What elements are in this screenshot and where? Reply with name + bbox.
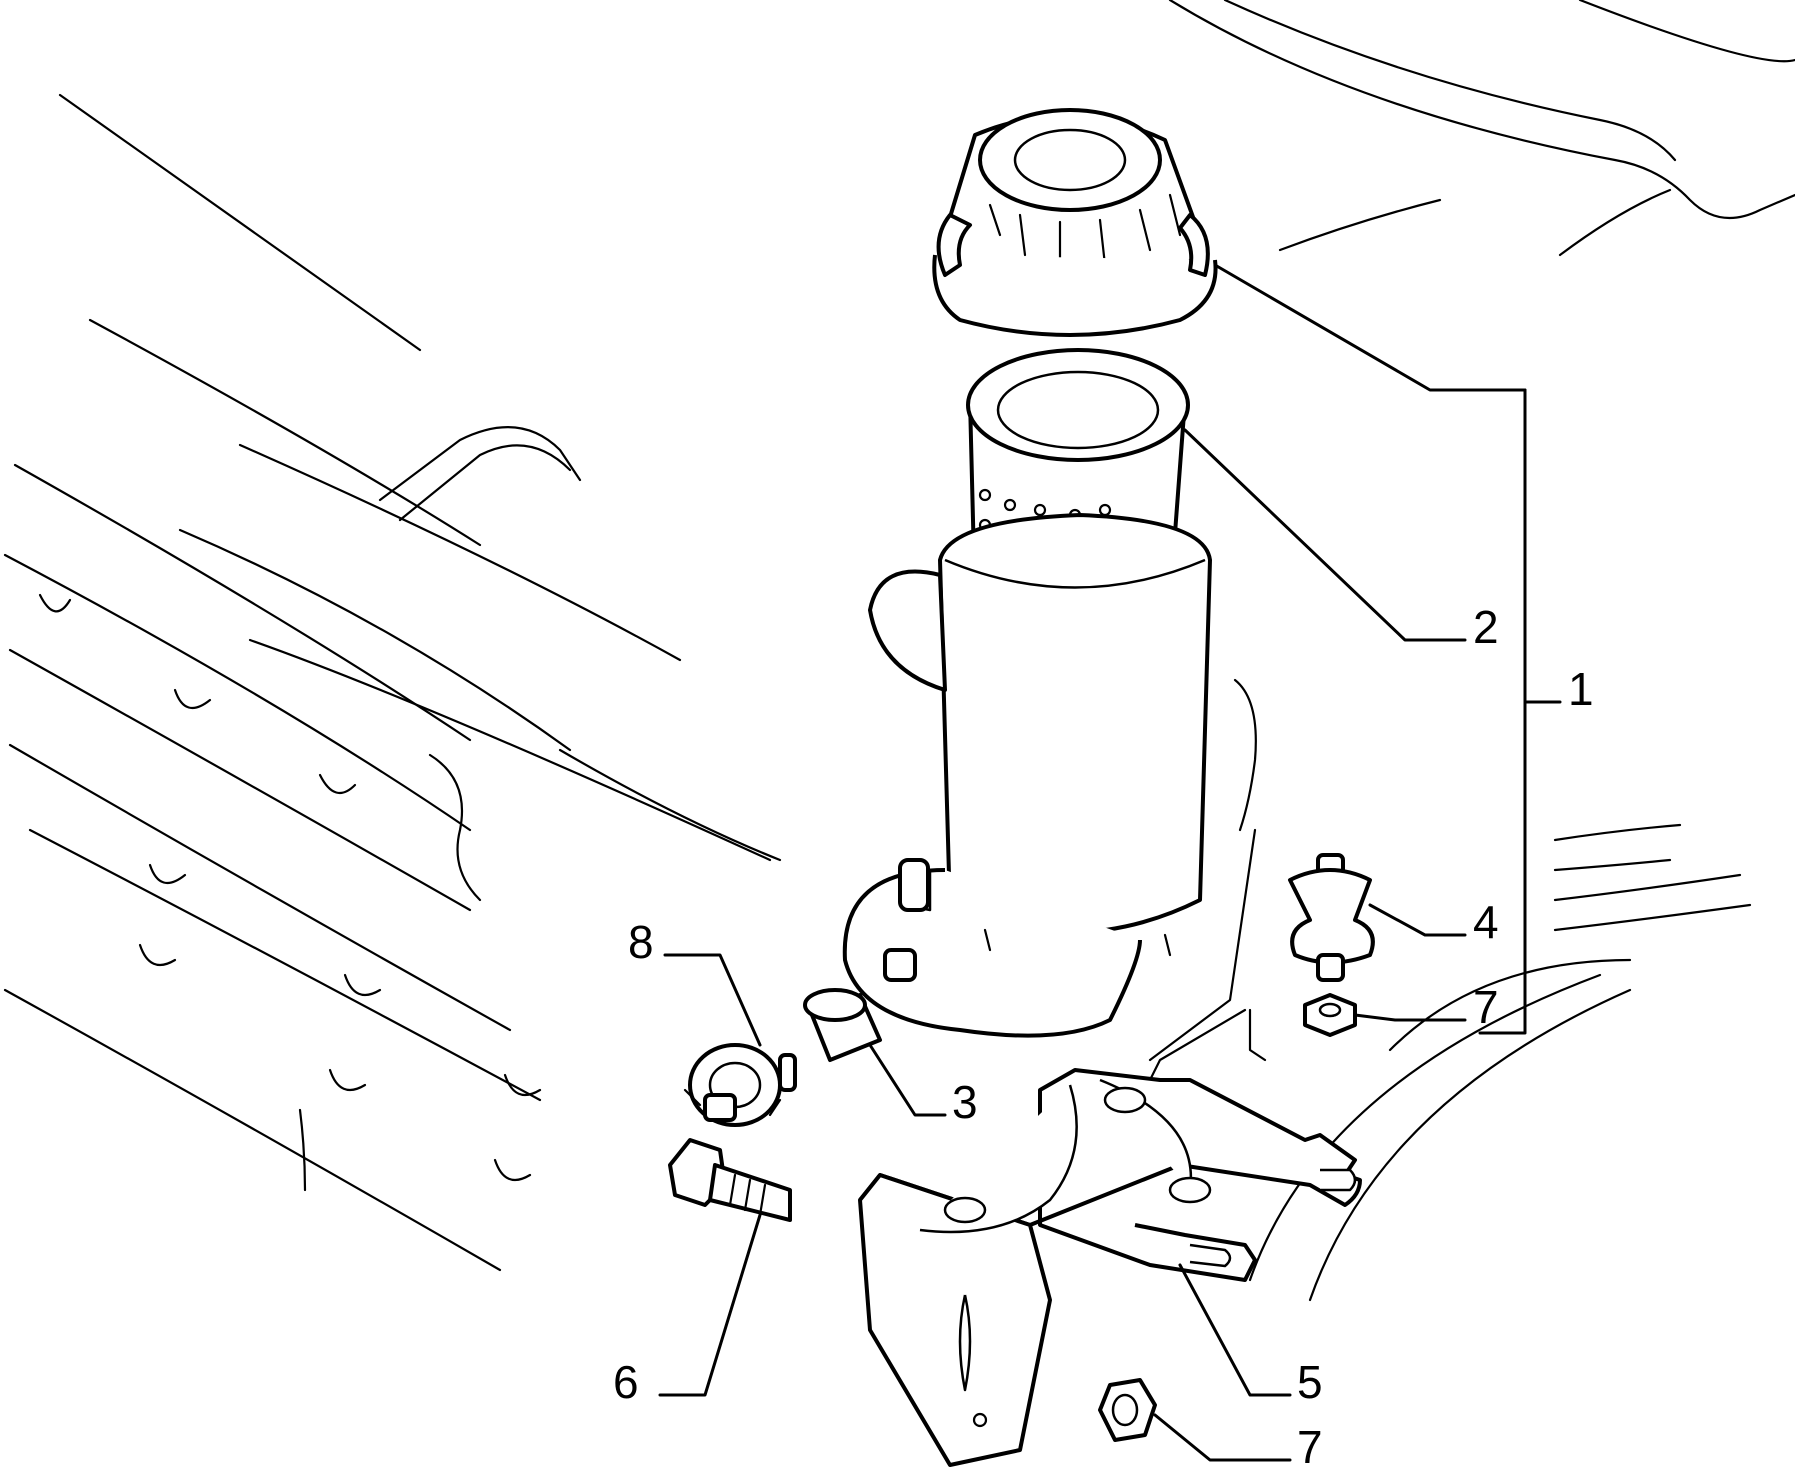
leader-lines xyxy=(658,263,1562,1462)
leader-7b xyxy=(1153,1413,1292,1462)
callout-2: 2 xyxy=(1473,601,1499,653)
part-6-bolt xyxy=(668,1138,792,1222)
callout-1: 1 xyxy=(1568,663,1594,715)
part-8-switch xyxy=(683,1043,797,1127)
leader-2 xyxy=(1183,428,1467,642)
leader-cover xyxy=(1213,263,1527,392)
air-filter-housing xyxy=(842,513,1212,1038)
callout-labels: 1 2 3 4 5 6 7 7 8 xyxy=(613,601,1594,1473)
leader-5 xyxy=(1178,1263,1292,1397)
callout-4: 4 xyxy=(1473,896,1499,948)
leader-bracket-1 xyxy=(1478,388,1527,1035)
leader-4 xyxy=(1368,903,1467,937)
callout-3: 3 xyxy=(952,1076,978,1128)
leader-8 xyxy=(663,953,762,1047)
callout-5: 5 xyxy=(1297,1356,1323,1408)
callout-7-upper: 7 xyxy=(1473,981,1499,1033)
part-7-nut-upper xyxy=(1303,993,1357,1037)
callout-7-lower: 7 xyxy=(1297,1421,1323,1473)
leader-7a xyxy=(1353,1013,1467,1022)
air-filter-cover xyxy=(932,108,1218,337)
leader-6 xyxy=(658,1213,762,1397)
part-3-cap xyxy=(803,988,882,1062)
callout-6: 6 xyxy=(613,1356,639,1408)
part-7-nut-lower xyxy=(1098,1378,1157,1442)
part-5-bracket xyxy=(858,1068,1362,1467)
leader-3 xyxy=(868,1043,947,1117)
callout-8: 8 xyxy=(628,916,654,968)
part-4-mount xyxy=(1288,853,1375,982)
vehicle-body-background xyxy=(3,0,1795,1302)
